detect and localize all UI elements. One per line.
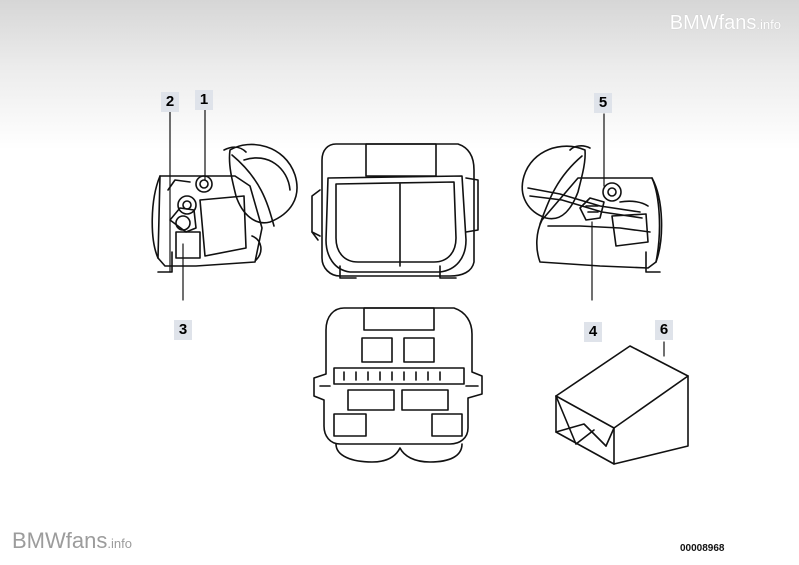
callout-label-3: 3 (174, 320, 192, 340)
callout-label-4: 4 (584, 322, 602, 342)
callout-label-2: 2 (161, 92, 179, 112)
package-box (555, 345, 689, 465)
callout-label-1: 1 (195, 90, 213, 110)
header-gradient (0, 0, 799, 150)
watermark-bottom-suffix: .info (107, 536, 132, 551)
watermark-bottom-brand: BMWfans (12, 528, 108, 553)
leader-lines (169, 109, 665, 357)
watermark-bottom: BMWfans.info (12, 528, 132, 554)
callout-label-5: 5 (594, 93, 612, 113)
watermark-top-suffix: .info (756, 17, 781, 32)
diagram-code: 00008968 (680, 543, 725, 554)
heater-unit-right-view (521, 145, 663, 273)
heater-unit-rear-view (313, 307, 483, 463)
watermark-top: BMWfans.info (670, 12, 781, 35)
callout-label-6: 6 (655, 320, 673, 340)
heater-unit-left-view (151, 143, 298, 273)
watermark-top-brand: BMWfans (669, 12, 757, 34)
heater-unit-front-view (311, 143, 479, 279)
